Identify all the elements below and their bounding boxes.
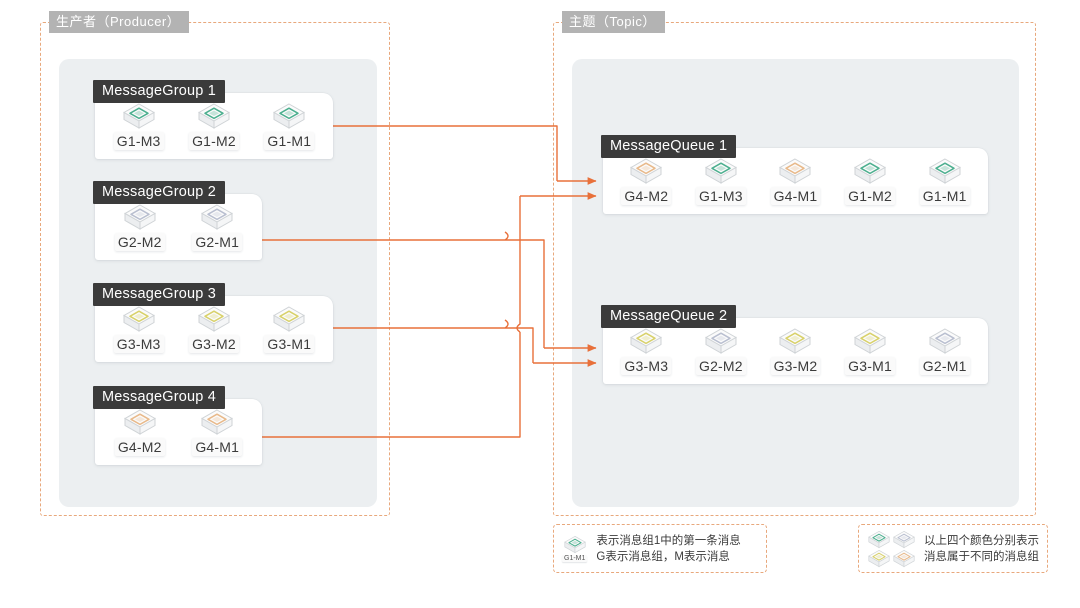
message-group-card-4[interactable]: MessageGroup 4 G4-M2 G4-M1 bbox=[93, 386, 262, 465]
message-label: G3-M2 bbox=[189, 335, 239, 353]
message-item[interactable]: G2-M2 bbox=[109, 203, 171, 251]
message-list: G4-M2 G4-M1 bbox=[95, 399, 262, 465]
message-label: G2-M2 bbox=[114, 233, 165, 251]
message-cube-icon bbox=[122, 305, 156, 333]
message-cube-icon bbox=[928, 327, 962, 355]
legend-colors: 以上四个颜色分别表示 消息属于不同的消息组 bbox=[858, 524, 1048, 573]
message-item[interactable]: G1-M1 bbox=[258, 102, 320, 150]
message-cube-icon bbox=[778, 327, 812, 355]
message-label: G3-M2 bbox=[770, 357, 821, 375]
message-cube-icon bbox=[629, 157, 663, 185]
legend-sample-icon-wrap: G1-M1 bbox=[562, 535, 588, 562]
legend-sample-line1: 表示消息组1中的第一条消息 bbox=[596, 534, 741, 547]
message-cube-icon bbox=[928, 157, 962, 185]
message-label: G2-M2 bbox=[695, 357, 746, 375]
message-group-title-4: MessageGroup 4 bbox=[93, 386, 226, 409]
message-label: G4-M2 bbox=[114, 438, 165, 456]
message-item[interactable]: G2-M1 bbox=[914, 327, 976, 375]
message-cube-icon bbox=[123, 408, 157, 436]
message-item[interactable]: G3-M3 bbox=[108, 305, 170, 353]
message-item[interactable]: G1-M2 bbox=[839, 157, 901, 205]
message-item[interactable]: G1-M3 bbox=[108, 102, 170, 150]
legend-sample: G1-M1 表示消息组1中的第一条消息 G表示消息组，M表示消息 bbox=[553, 524, 767, 573]
message-label: G2-M1 bbox=[919, 357, 970, 375]
topic-zone: 主题（Topic） bbox=[553, 11, 1036, 516]
message-cube-icon bbox=[867, 549, 891, 568]
message-label: G3-M3 bbox=[621, 357, 672, 375]
message-group-title-2: MessageGroup 2 bbox=[93, 181, 226, 204]
message-cube-icon bbox=[853, 157, 887, 185]
message-cube-icon bbox=[778, 157, 812, 185]
legend-color-swatches bbox=[867, 530, 916, 568]
legend-sample-line2: G表示消息组，M表示消息 bbox=[596, 550, 730, 563]
message-label: G4-M1 bbox=[192, 438, 243, 456]
message-item[interactable]: G4-M1 bbox=[186, 408, 248, 456]
legend-colors-line2: 消息属于不同的消息组 bbox=[924, 550, 1039, 563]
topic-inner-panel bbox=[572, 59, 1019, 507]
message-label: G1-M1 bbox=[264, 132, 315, 150]
message-item[interactable]: G3-M1 bbox=[839, 327, 901, 375]
message-label: G1-M3 bbox=[113, 132, 164, 150]
message-list: G1-M3 G1-M2 G1-M1 bbox=[95, 93, 333, 159]
topic-zone-label: 主题（Topic） bbox=[562, 11, 665, 33]
message-cube-icon bbox=[122, 102, 156, 130]
message-item[interactable]: G2-M1 bbox=[186, 203, 248, 251]
message-cube-icon bbox=[629, 327, 663, 355]
message-item[interactable]: G3-M3 bbox=[615, 327, 677, 375]
message-item[interactable]: G1-M1 bbox=[914, 157, 976, 205]
message-cube-icon bbox=[197, 305, 231, 333]
message-item[interactable]: G1-M2 bbox=[183, 102, 245, 150]
legend-sample-label: G1-M1 bbox=[562, 555, 588, 562]
message-queue-title-2: MessageQueue 2 bbox=[601, 305, 737, 328]
producer-zone-label: 生产者（Producer） bbox=[49, 11, 190, 33]
message-cube-icon bbox=[200, 203, 234, 231]
message-cube-icon bbox=[200, 408, 234, 436]
message-label: G3-M1 bbox=[264, 335, 315, 353]
message-list: G2-M2 G2-M1 bbox=[95, 194, 262, 260]
message-item[interactable]: G4-M2 bbox=[109, 408, 171, 456]
message-queue-card-1[interactable]: MessageQueue 1 G4-M2 G1-M3 G4-M1 G1-M2 G… bbox=[601, 135, 988, 214]
message-group-card-1[interactable]: MessageGroup 1 G1-M3 G1-M2 G1-M1 bbox=[93, 80, 333, 159]
message-item[interactable]: G2-M2 bbox=[690, 327, 752, 375]
message-cube-icon bbox=[867, 530, 891, 549]
message-cube-icon bbox=[272, 102, 306, 130]
message-label: G1-M3 bbox=[695, 187, 746, 205]
message-item[interactable]: G3-M2 bbox=[764, 327, 826, 375]
message-item[interactable]: G3-M2 bbox=[183, 305, 245, 353]
message-cube-icon bbox=[704, 157, 738, 185]
message-label: G2-M1 bbox=[192, 233, 243, 251]
message-label: G1-M1 bbox=[919, 187, 970, 205]
message-cube-icon bbox=[563, 535, 587, 554]
legend-sample-text: 表示消息组1中的第一条消息 G表示消息组，M表示消息 bbox=[596, 533, 740, 565]
message-list: G3-M3 G2-M2 G3-M2 G3-M1 G2-M1 bbox=[603, 318, 988, 384]
legend-colors-text: 以上四个颜色分别表示 消息属于不同的消息组 bbox=[924, 533, 1039, 565]
message-group-card-3[interactable]: MessageGroup 3 G3-M3 G3-M2 G3-M1 bbox=[93, 283, 333, 362]
message-group-title-1: MessageGroup 1 bbox=[93, 80, 226, 103]
message-cube-icon bbox=[704, 327, 738, 355]
message-label: G4-M2 bbox=[621, 187, 672, 205]
message-queue-title-1: MessageQueue 1 bbox=[601, 135, 737, 158]
wire-group4-to-queue1-b bbox=[516, 196, 521, 333]
message-label: G1-M2 bbox=[845, 187, 895, 205]
message-cube-icon bbox=[853, 327, 887, 355]
message-item[interactable]: G4-M1 bbox=[764, 157, 826, 205]
message-group-title-3: MessageGroup 3 bbox=[93, 283, 226, 306]
message-label: G3-M3 bbox=[113, 335, 164, 353]
message-list: G4-M2 G1-M3 G4-M1 G1-M2 G1-M1 bbox=[603, 148, 988, 214]
message-label: G4-M1 bbox=[770, 187, 821, 205]
message-cube-icon bbox=[197, 102, 231, 130]
message-cube-icon bbox=[272, 305, 306, 333]
message-label: G3-M1 bbox=[845, 357, 895, 375]
message-cube-icon bbox=[892, 549, 916, 568]
message-queue-card-2[interactable]: MessageQueue 2 G3-M3 G2-M2 G3-M2 G3-M1 G… bbox=[601, 305, 988, 384]
message-cube-icon bbox=[123, 203, 157, 231]
message-item[interactable]: G1-M3 bbox=[690, 157, 752, 205]
message-item[interactable]: G3-M1 bbox=[258, 305, 320, 353]
legend-colors-line1: 以上四个颜色分别表示 bbox=[924, 534, 1039, 547]
message-cube-icon bbox=[892, 530, 916, 549]
message-item[interactable]: G4-M2 bbox=[615, 157, 677, 205]
message-group-card-2[interactable]: MessageGroup 2 G2-M2 G2-M1 bbox=[93, 181, 262, 260]
message-label: G1-M2 bbox=[189, 132, 239, 150]
